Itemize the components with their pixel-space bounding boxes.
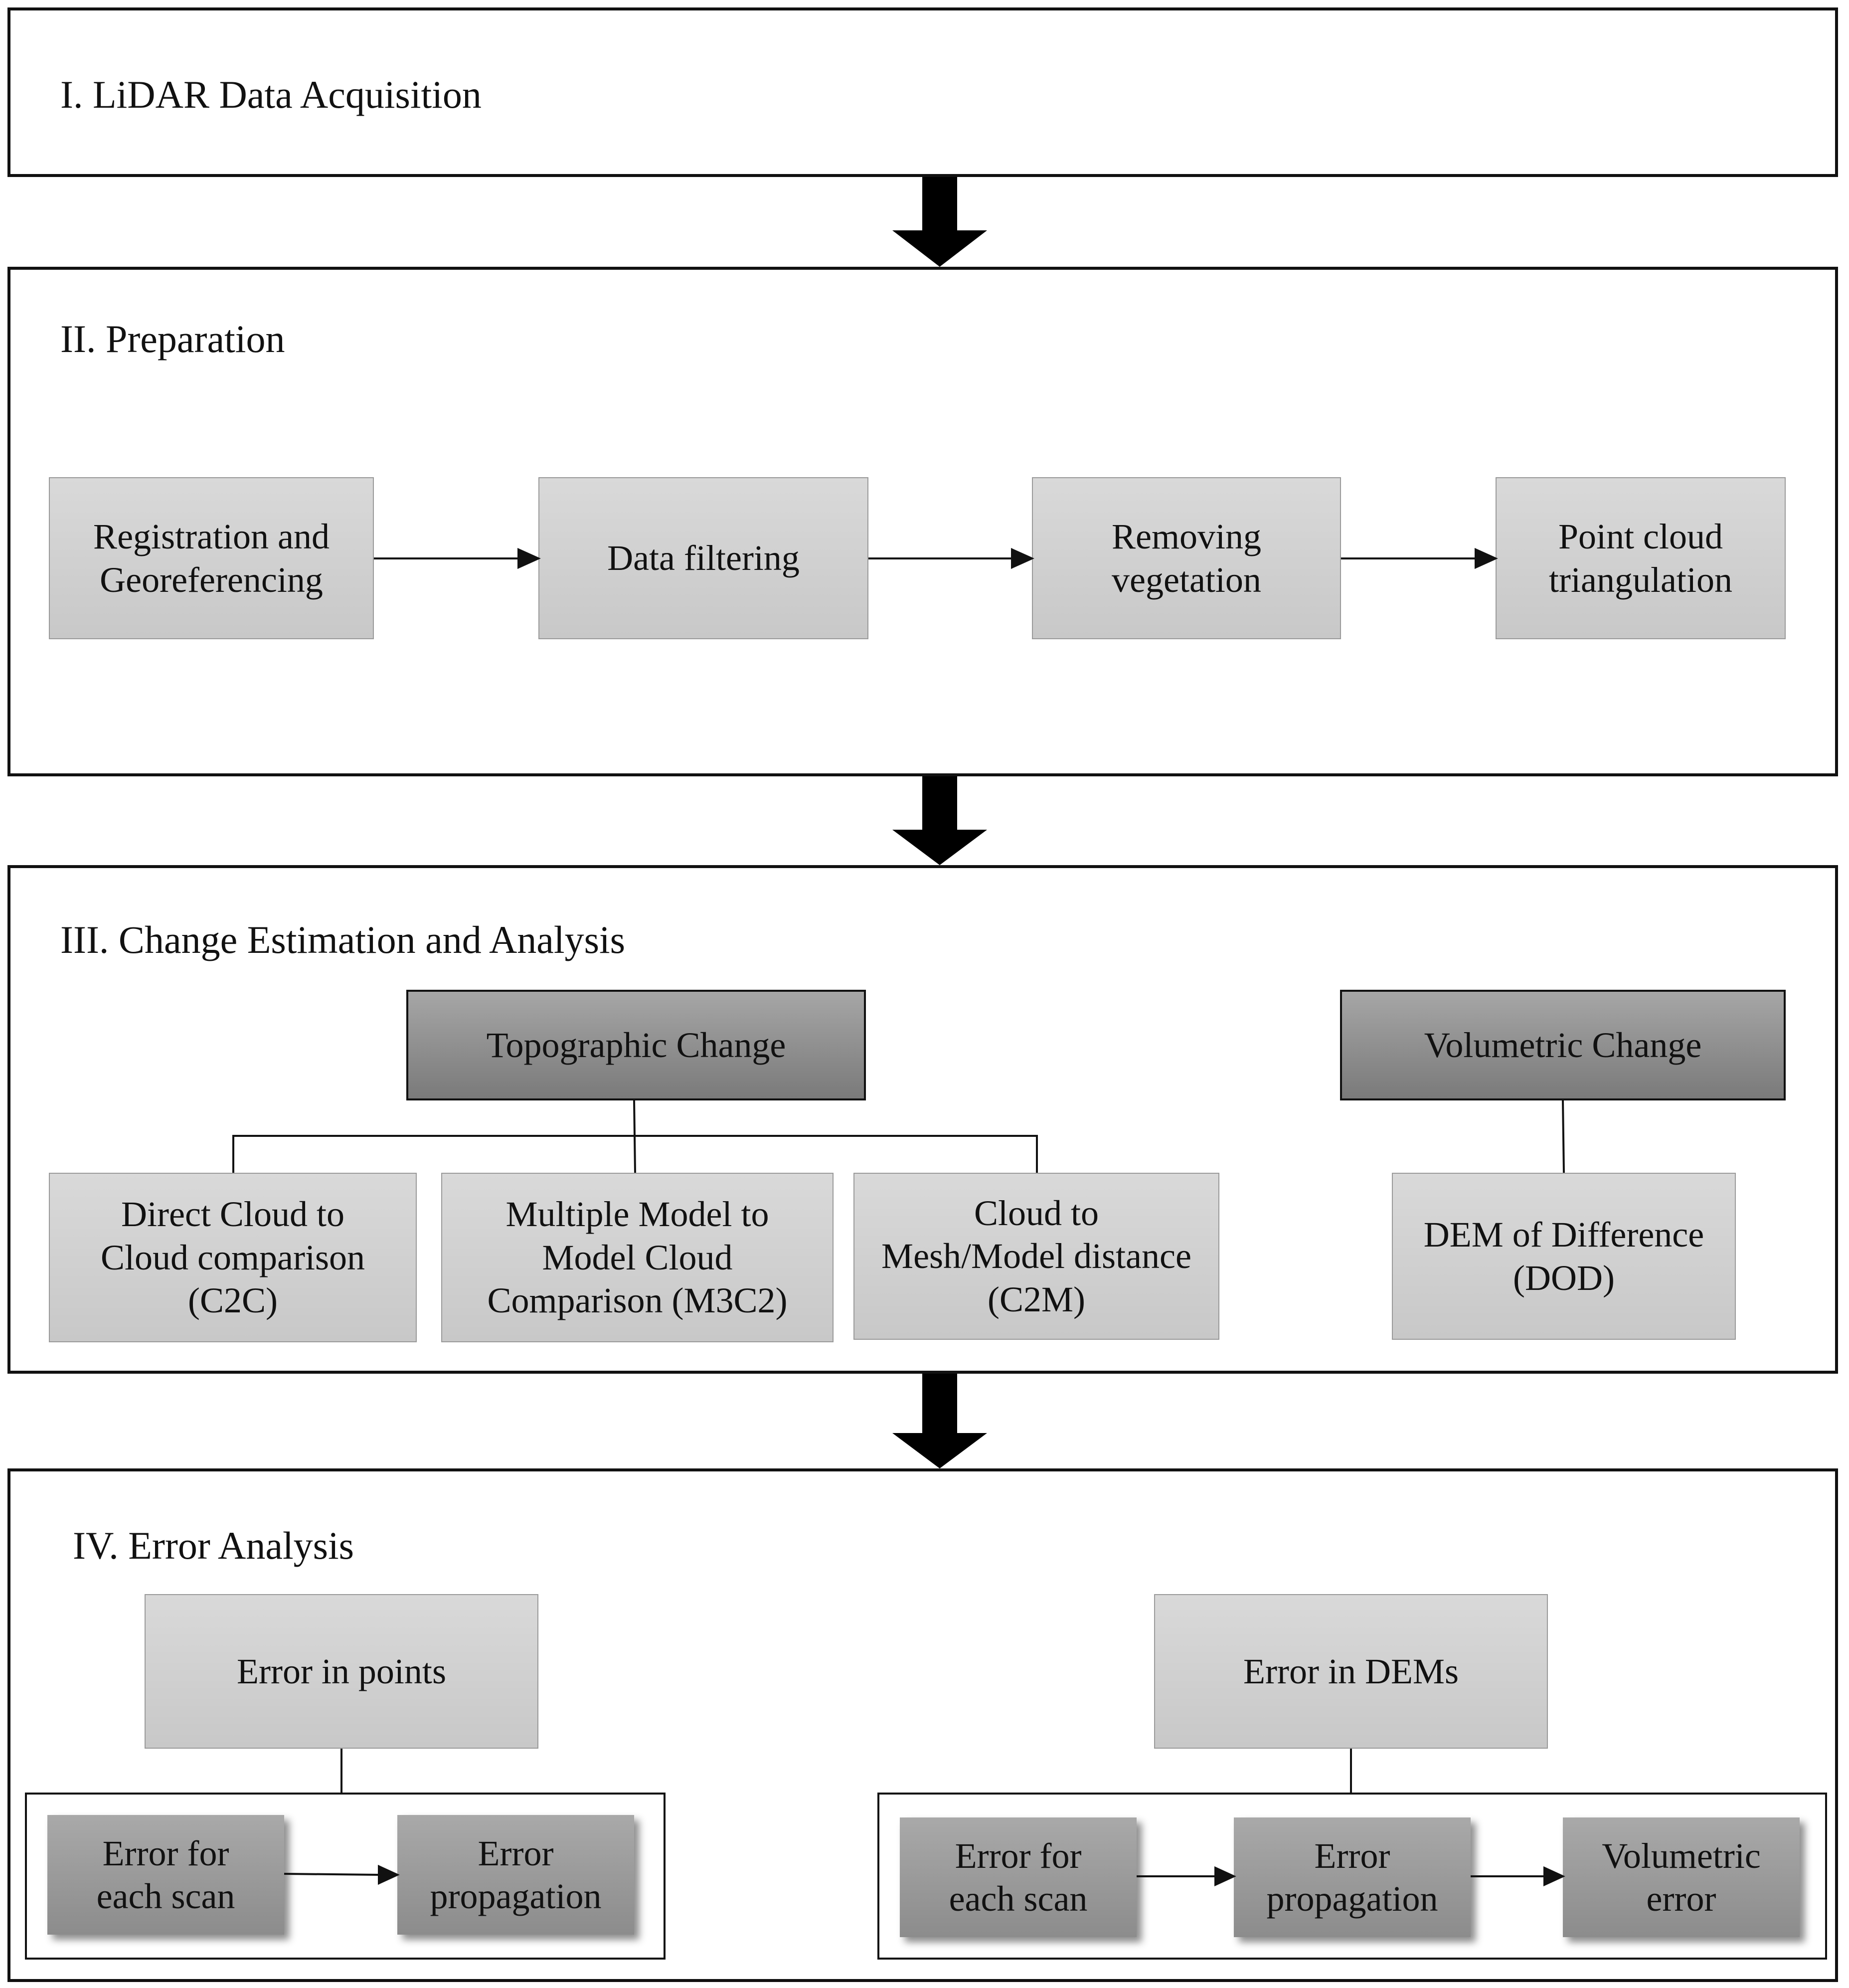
stage-arrow-3: [892, 1374, 987, 1468]
dod-line-2: (DOD): [1513, 1258, 1615, 1298]
data-filtering-box: Data filtering: [538, 477, 868, 639]
c2c-line-3: (C2C): [187, 1280, 278, 1321]
stage-1-title: I. LiDAR Data Acquisition: [60, 73, 482, 116]
points-step-2-line-1: Error: [478, 1833, 554, 1873]
points-step-2-line-2: propagation: [430, 1876, 602, 1916]
stage-3-title: III. Change Estimation and Analysis: [60, 918, 625, 961]
points-step-1-line-2: each scan: [96, 1876, 235, 1916]
points-step-1-line-1: Error for: [102, 1833, 229, 1873]
prep-4-line-1: Point cloud: [1558, 517, 1723, 557]
error-in-dems-label: Error in DEMs: [1243, 1651, 1459, 1691]
prep-2-line-1: Data filtering: [607, 538, 800, 578]
prep-3-line-2: vegetation: [1112, 559, 1261, 600]
error-in-points-label: Error in points: [237, 1651, 446, 1691]
dem-step-2-line-2: propagation: [1266, 1879, 1438, 1919]
topographic-change-box: Topographic Change: [406, 990, 866, 1100]
prep-3-line-1: Removing: [1112, 517, 1261, 557]
prep-1-line-2: Georeferencing: [100, 559, 323, 600]
dem-step-1-line-1: Error for: [955, 1835, 1082, 1876]
dod-line-1: DEM of Difference: [1423, 1215, 1704, 1255]
stage-arrow-2: [892, 776, 987, 865]
error-in-points-box: Error in points: [145, 1594, 538, 1749]
prep-4-line-2: triangulation: [1549, 559, 1732, 600]
c2c-line-2: Cloud comparison: [101, 1237, 365, 1277]
c2m-line-1: Cloud to: [974, 1193, 1099, 1233]
dod-box: DEM of Difference(DOD): [1392, 1173, 1736, 1340]
prep-1-line-1: Registration and: [93, 517, 330, 557]
m3c2-line-1: Multiple Model to: [505, 1194, 769, 1235]
c2m-line-2: Mesh/Model distance: [881, 1236, 1191, 1276]
m3c2-line-2: Model Cloud: [542, 1237, 733, 1277]
volumetric-change-box: Volumetric Change: [1340, 990, 1786, 1100]
m3c2-line-3: Comparison (M3C2): [487, 1280, 788, 1321]
dem-step-1-line-2: each scan: [949, 1879, 1088, 1919]
stage-arrow-1: [892, 177, 987, 267]
dem-step-3-line-2: error: [1646, 1879, 1716, 1919]
stage-1-panel: I. LiDAR Data Acquisition: [7, 7, 1838, 177]
c2c-line-1: Direct Cloud to: [121, 1194, 344, 1235]
stage-4-title: IV. Error Analysis: [73, 1524, 354, 1567]
error-in-dems-box: Error in DEMs: [1154, 1594, 1548, 1749]
c2m-line-3: (C2M): [987, 1279, 1085, 1319]
topographic-change-label: Topographic Change: [486, 1025, 786, 1065]
volumetric-change-label: Volumetric Change: [1424, 1025, 1702, 1065]
stage-2-title: II. Preparation: [60, 317, 285, 361]
dem-step-3-line-1: Volumetric: [1602, 1835, 1761, 1876]
dem-step-2-line-1: Error: [1314, 1835, 1390, 1876]
